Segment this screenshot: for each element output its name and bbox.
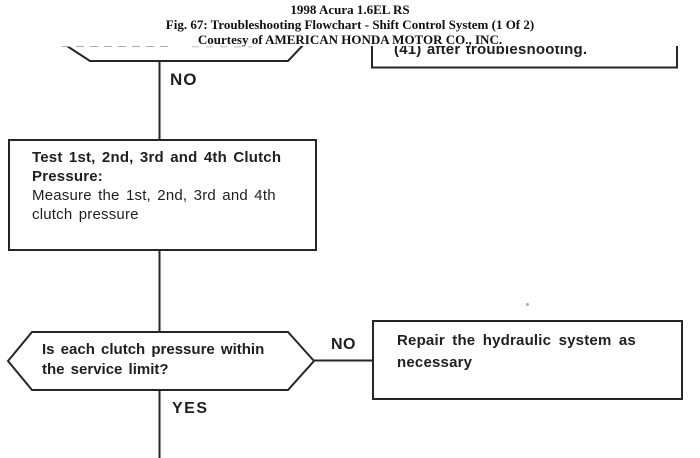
decision-line-2: the service limit? bbox=[42, 361, 169, 378]
repair-box-text: Repair the hydraulic system as necessary bbox=[397, 330, 636, 374]
header-figure-caption: Fig. 67: Troubleshooting Flowchart - Shi… bbox=[165, 17, 535, 32]
decision-question-text: Is each clutch pressure within the servi… bbox=[42, 340, 264, 380]
no-label-top: NO bbox=[170, 70, 198, 89]
header-courtesy-line: Courtesy of AMERICAN HONDA MOTOR CO., IN… bbox=[197, 32, 503, 47]
yes-label: YES bbox=[172, 400, 209, 417]
test-process-box bbox=[8, 139, 317, 251]
test-box-line-4: clutch pressure bbox=[32, 206, 139, 223]
page-header: 1998 Acura 1.6EL RS Fig. 67: Troubleshoo… bbox=[0, 0, 700, 47]
repair-action-box bbox=[372, 320, 683, 400]
top-result-box-partial bbox=[371, 40, 678, 69]
decision-line-1: Is each clutch pressure within bbox=[42, 341, 265, 358]
test-box-line-3: Measure the 1st, 2nd, 3rd and 4th bbox=[32, 187, 276, 204]
test-process-box-text: Test 1st, 2nd, 3rd and 4th Clutch Pressu… bbox=[32, 148, 281, 224]
header-vehicle-title: 1998 Acura 1.6EL RS bbox=[290, 2, 410, 17]
test-box-line-1: Test 1st, 2nd, 3rd and 4th Clutch bbox=[32, 149, 282, 166]
top-decision-shape-partial bbox=[66, 41, 307, 62]
test-box-line-2: Pressure: bbox=[32, 168, 104, 185]
repair-line-1: Repair the hydraulic system as bbox=[397, 332, 636, 349]
scan-speck bbox=[526, 303, 529, 306]
no-label-right: NO bbox=[331, 336, 356, 353]
repair-line-2: necessary bbox=[397, 354, 473, 371]
